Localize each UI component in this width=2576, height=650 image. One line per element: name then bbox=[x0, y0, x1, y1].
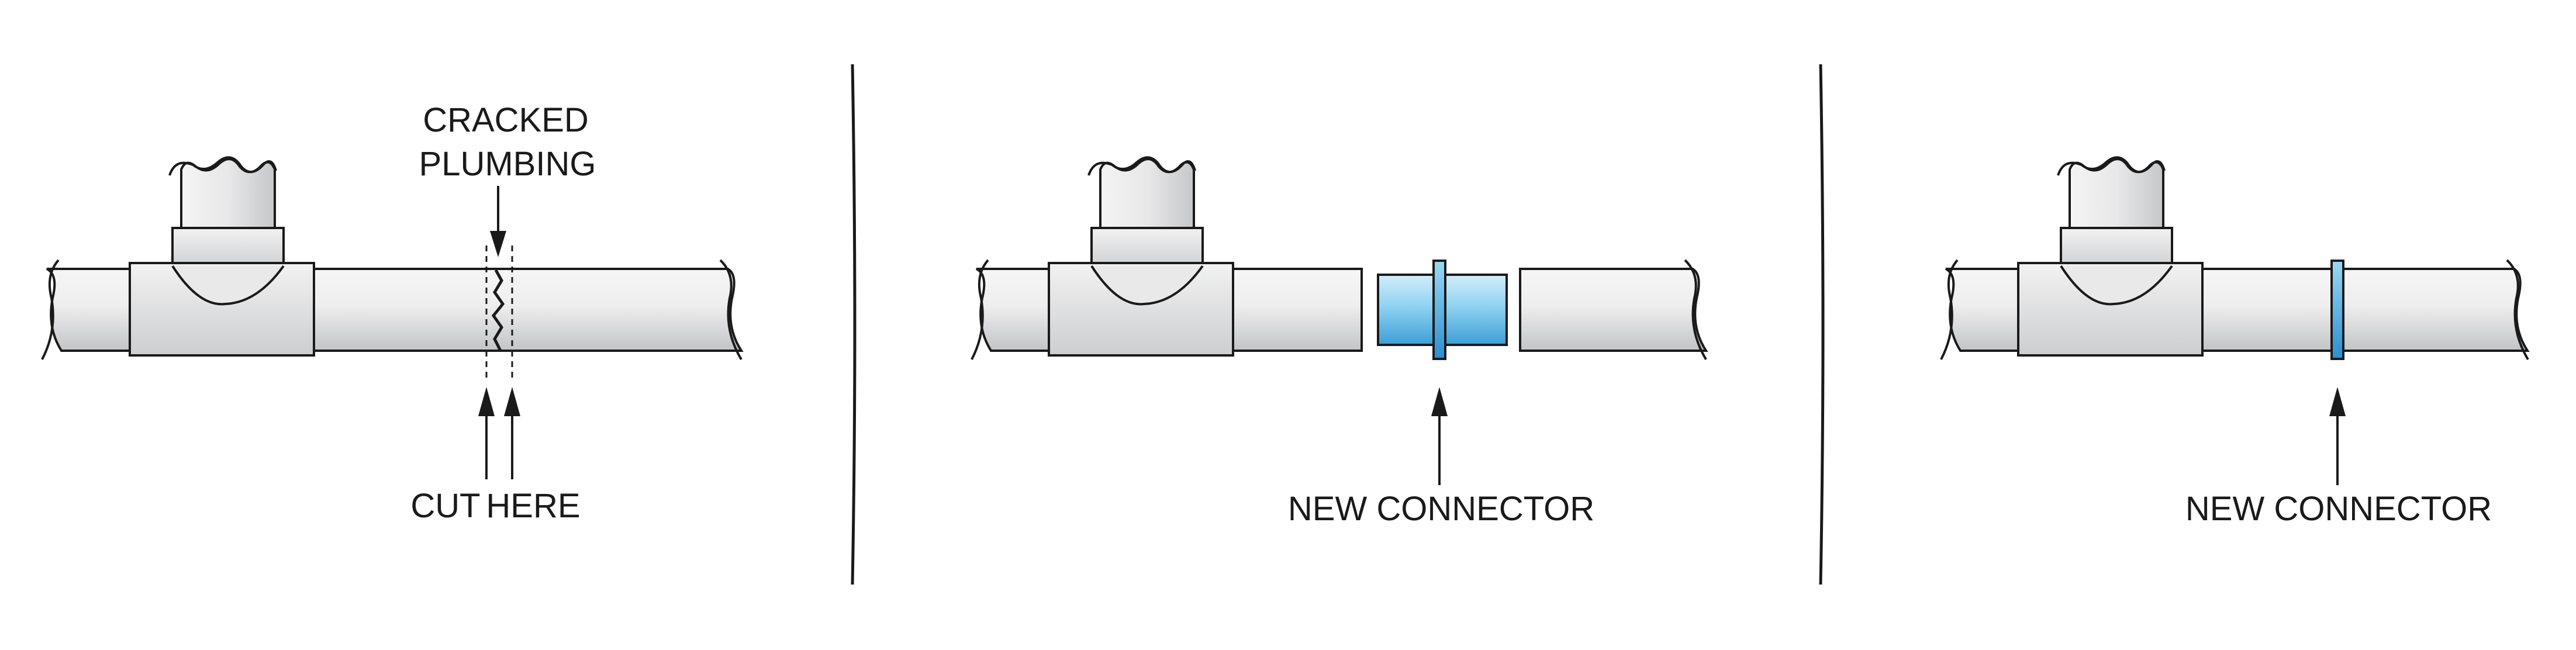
divider-1 bbox=[851, 64, 857, 585]
pipe-right bbox=[2340, 268, 2530, 352]
cut-arrow-left-head bbox=[478, 387, 495, 416]
pipe-right-end bbox=[1684, 259, 1707, 361]
riser-pipe bbox=[2069, 158, 2164, 235]
label-cracked: CRACKED bbox=[423, 101, 589, 139]
cut-arrow-right-head bbox=[504, 387, 520, 416]
crack-arrow-head bbox=[490, 231, 506, 257]
connector-stop-ring bbox=[1432, 260, 1446, 360]
riser-pipe bbox=[1099, 158, 1195, 235]
pipe-right-end bbox=[719, 259, 743, 361]
crack-line bbox=[491, 269, 505, 352]
pipe-left-end bbox=[971, 259, 989, 360]
pipe-left-end bbox=[1940, 259, 1959, 360]
label-plumbing: PLUMBING bbox=[419, 145, 596, 183]
connector-ring-installed bbox=[2330, 260, 2344, 360]
connector-arrow-head bbox=[2329, 387, 2346, 416]
label-cut: CUT bbox=[410, 487, 480, 525]
connector-arrow-head bbox=[1431, 387, 1448, 416]
riser-top-edge bbox=[168, 156, 277, 176]
label-new-connector: NEW CONNECTOR bbox=[2185, 490, 2492, 528]
panel-1-cracked-pipe: CRACKED PLUMBING CUT HERE bbox=[41, 101, 744, 525]
panel-2-connector-inserted: NEW CONNECTOR bbox=[971, 156, 1708, 528]
label-here: HERE bbox=[486, 487, 580, 525]
pipe-left-stub bbox=[46, 268, 133, 352]
riser-pipe bbox=[180, 158, 276, 235]
pipe-right-end bbox=[2506, 259, 2529, 361]
tee-saddle-curve bbox=[1090, 265, 1204, 306]
tee-saddle-curve bbox=[2060, 265, 2173, 306]
pipe-right bbox=[1519, 268, 1708, 352]
pipe-left-stub bbox=[975, 268, 1051, 352]
label-new-connector: NEW CONNECTOR bbox=[1288, 490, 1594, 528]
pipe-joined-left bbox=[2201, 268, 2335, 352]
riser-top-edge bbox=[2057, 156, 2166, 176]
pipe-cut-segment-left bbox=[1232, 268, 1363, 352]
riser-top-edge bbox=[1087, 156, 1196, 176]
panel-3-connector-installed: NEW CONNECTOR bbox=[1940, 156, 2530, 528]
tee-saddle-curve bbox=[171, 265, 285, 306]
pipe-left-stub bbox=[1945, 268, 2019, 352]
pipe-left-end bbox=[41, 259, 60, 360]
pipe-right bbox=[313, 268, 744, 352]
divider-2 bbox=[1819, 64, 1825, 585]
